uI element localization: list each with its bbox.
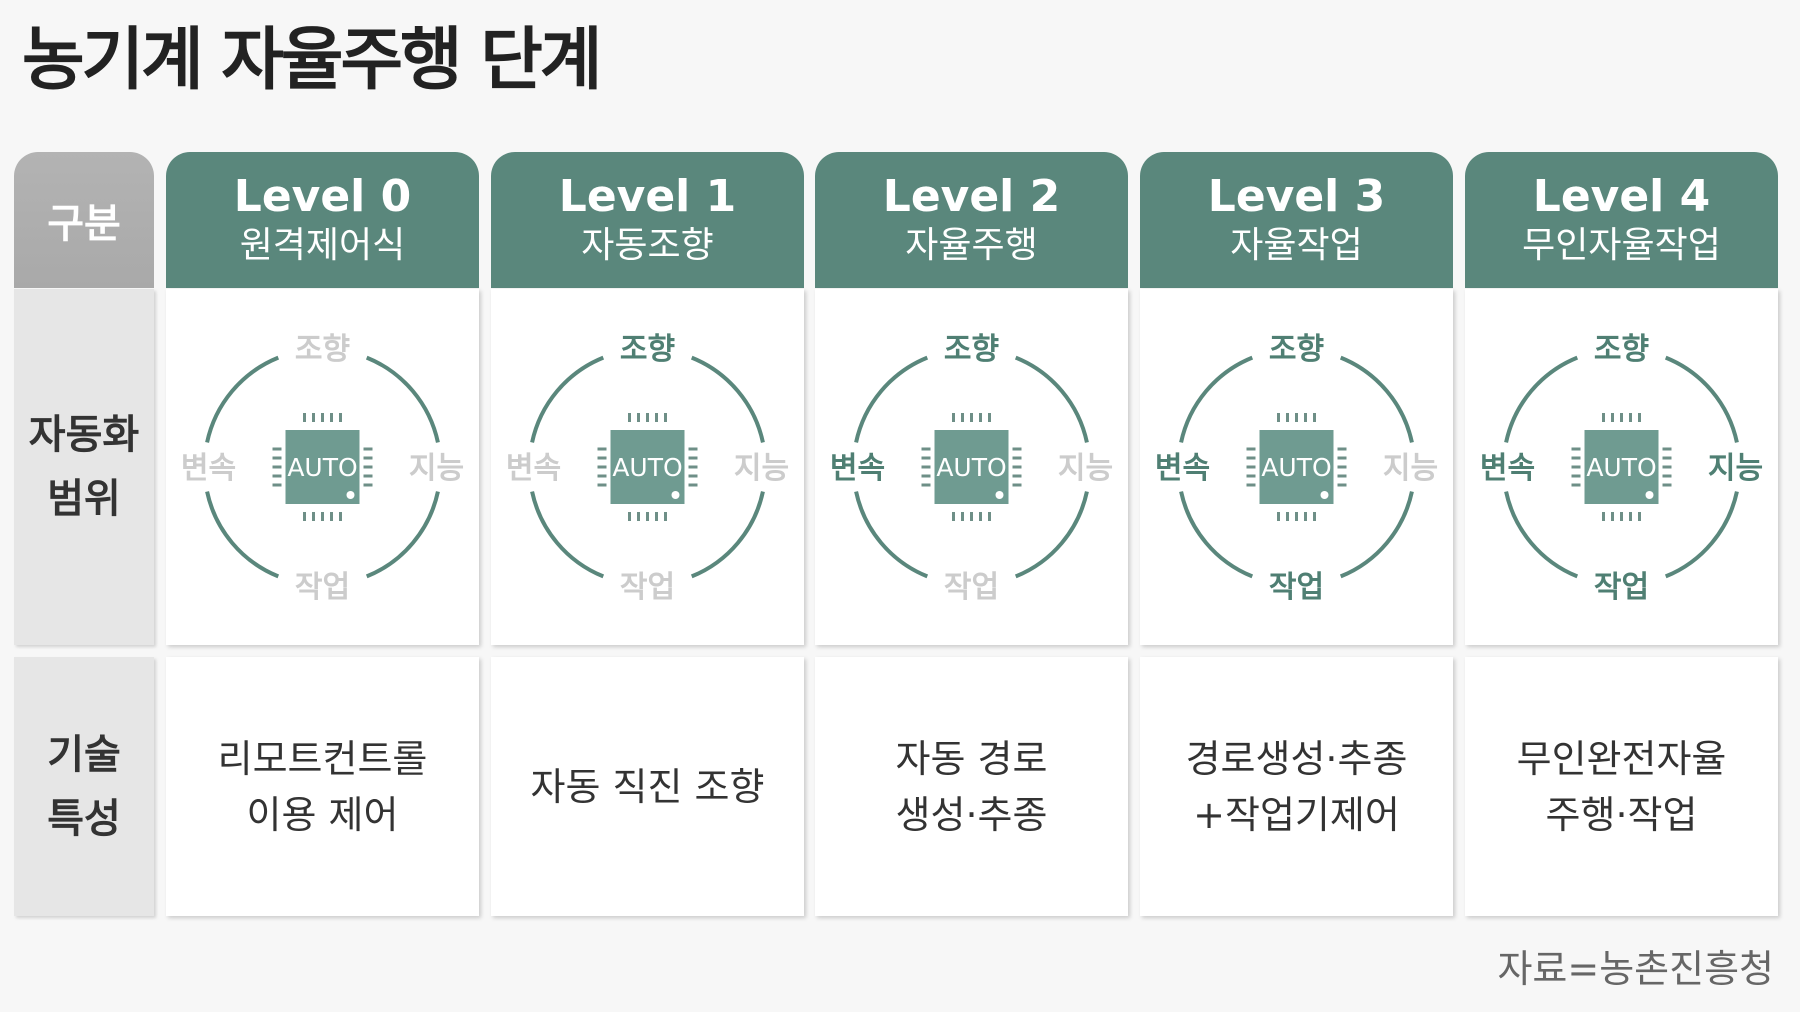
circle-arc: [365, 355, 440, 443]
scope-label-right: 지능: [409, 451, 464, 486]
scope-label-left: 변속: [1480, 451, 1535, 486]
row-label-header: 구분: [14, 152, 154, 288]
page-title: 농기계 자율주행 단계: [22, 21, 602, 100]
level-name: 원격제어식: [239, 225, 406, 266]
feature-line: 이용 제어: [246, 792, 399, 837]
chip-icon: AUTO: [1246, 413, 1347, 521]
chip-label: AUTO: [612, 453, 682, 482]
scope-label-left: 변속: [181, 451, 236, 486]
feature-line: 무인완전자율: [1516, 736, 1727, 781]
scope-label-left: 변속: [1155, 451, 1210, 486]
circle-arc: [1504, 355, 1579, 443]
scope-label-right: 지능: [1058, 451, 1113, 486]
feature-line: 자동 경로: [895, 736, 1048, 781]
level-number: Level 1: [558, 171, 737, 222]
level-name: 자율주행: [905, 225, 1038, 266]
scope-label-top: 조향: [1594, 332, 1649, 367]
scope-label-bottom: 작업: [1594, 570, 1649, 605]
header-label-text: 구분: [47, 201, 121, 247]
level-name: 자동조향: [581, 225, 714, 266]
chip-label: AUTO: [936, 453, 1006, 482]
scope-label-line2: 범위: [47, 476, 121, 522]
circle-arc: [530, 355, 605, 443]
feature-line: 경로생성·추종: [1185, 736, 1408, 781]
scope-label-bottom: 작업: [295, 570, 350, 605]
feature-label-line1: 기술: [47, 731, 121, 778]
circle-arc: [854, 355, 929, 443]
chip-icon: AUTO: [597, 413, 698, 521]
circle-arc: [690, 355, 765, 443]
level-number: Level 2: [882, 171, 1061, 222]
circle-arc: [1504, 491, 1579, 579]
scope-label-top: 조향: [295, 332, 350, 367]
chip-icon: AUTO: [921, 413, 1022, 521]
feature-cell: 자동 직진 조향: [491, 657, 804, 916]
scope-label-left: 변속: [506, 451, 561, 486]
scope-label-top: 조향: [620, 332, 675, 367]
circle-arc: [530, 491, 605, 579]
circle-arc: [1664, 491, 1739, 579]
scope-label-right: 지능: [734, 451, 789, 486]
circle-arc: [1179, 491, 1254, 579]
scope-label-top: 조향: [944, 332, 999, 367]
circle-arc: [1339, 491, 1414, 579]
scope-label-line1: 자동화: [28, 412, 140, 458]
feature-line: 생성·추종: [895, 792, 1048, 837]
feature-cell: 경로생성·추종 +작업기제어: [1140, 657, 1453, 916]
level-name: 자율작업: [1230, 225, 1363, 266]
scope-label-right: 지능: [1383, 451, 1438, 486]
scope-label-bottom: 작업: [1269, 570, 1324, 605]
circle-arc: [1664, 355, 1739, 443]
feature-line: 리모트컨트롤: [217, 736, 428, 781]
scope-label-bottom: 작업: [944, 570, 999, 605]
row-label-scope: 자동화 범위: [14, 289, 154, 645]
scope-label-bottom: 작업: [620, 570, 675, 605]
feature-line: 주행·작업: [1545, 792, 1698, 837]
chip-icon: AUTO: [272, 413, 373, 521]
chip-icon: AUTO: [1571, 413, 1672, 521]
scope-label-right: 지능: [1708, 451, 1763, 486]
level-number: Level 4: [1532, 171, 1711, 222]
scope-label-top: 조향: [1269, 332, 1324, 367]
chip-label: AUTO: [1261, 453, 1331, 482]
feature-line: +작업기제어: [1193, 792, 1400, 837]
feature-line: 자동 직진 조향: [530, 764, 765, 809]
circle-arc: [205, 491, 280, 579]
scope-label-left: 변속: [830, 451, 885, 486]
circle-arc: [1179, 355, 1254, 443]
row-label-feature: 기술 특성: [14, 657, 154, 916]
circle-arc: [1339, 355, 1414, 443]
circle-arc: [205, 355, 280, 443]
circle-arc: [1014, 355, 1089, 443]
level-number: Level 3: [1207, 171, 1386, 222]
circle-arc: [854, 491, 929, 579]
circle-arc: [1014, 491, 1089, 579]
chip-label: AUTO: [1586, 453, 1656, 482]
level-number: Level 0: [233, 171, 412, 222]
source-note: 자료=농촌진흥청: [1497, 947, 1774, 991]
feature-label-line2: 특성: [47, 795, 121, 842]
circle-arc: [365, 491, 440, 579]
level-name: 무인자율작업: [1522, 225, 1721, 266]
chip-label: AUTO: [287, 453, 357, 482]
circle-arc: [690, 491, 765, 579]
